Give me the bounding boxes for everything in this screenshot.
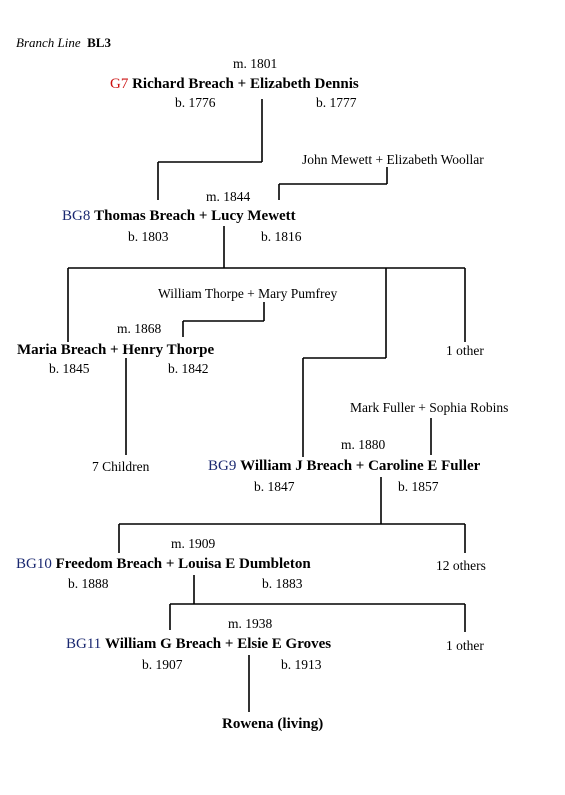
mewett-parents: John Mewett + Elizabeth Woollar [302, 152, 484, 167]
bg11-couple: William G Breach + Elsie E Groves [105, 636, 332, 652]
bg10-gen-label: BG10 [16, 556, 52, 572]
bg11-born2: b. 1913 [281, 657, 322, 672]
g7-born2: b. 1777 [316, 95, 357, 110]
bg10-born1: b. 1888 [68, 576, 109, 591]
bg10-born2: b. 1883 [262, 576, 303, 591]
maria-born2: b. 1842 [168, 361, 209, 376]
bg8-gen-label: BG8 [62, 208, 91, 224]
maria-marriage: m. 1868 [117, 321, 162, 336]
fuller-parents: Mark Fuller + Sophia Robins [350, 400, 509, 415]
branch-line-text: Branch Line [16, 35, 81, 50]
bg10-others: 12 others [436, 558, 486, 573]
bg9-couple-row: BG9 William J Breach + Caroline E Fuller [208, 459, 480, 474]
bg10-couple: Freedom Breach + Louisa E Dumbleton [55, 556, 311, 572]
branch-line-label: Branch Line BL3 [16, 36, 111, 49]
bg10-marriage: m. 1909 [171, 536, 216, 551]
maria-born1: b. 1845 [49, 361, 90, 376]
bg10-couple-row: BG10 Freedom Breach + Louisa E Dumbleton [16, 557, 311, 572]
bg8-born2: b. 1816 [261, 229, 302, 244]
descendant-name: Rowena (living) [222, 716, 324, 732]
bg8-other: 1 other [446, 343, 484, 358]
bg11-gen-label: BG11 [66, 636, 102, 652]
bg8-couple: Thomas Breach + Lucy Mewett [94, 208, 296, 224]
bg11-born1: b. 1907 [142, 657, 183, 672]
bg9-born2: b. 1857 [398, 479, 439, 494]
bg8-marriage: m. 1844 [206, 189, 251, 204]
bg11-others: 1 other [446, 638, 484, 653]
maria-couple: Maria Breach + Henry Thorpe [17, 342, 215, 358]
g7-couple: Richard Breach + Elizabeth Dennis [132, 76, 359, 92]
thorpe-parents: William Thorpe + Mary Pumfrey [158, 286, 338, 301]
bg8-couple-row: BG8 Thomas Breach + Lucy Mewett [62, 209, 296, 224]
bg9-couple: William J Breach + Caroline E Fuller [240, 458, 481, 474]
maria-children: 7 Children [92, 459, 150, 474]
bg9-born1: b. 1847 [254, 479, 295, 494]
g7-born1: b. 1776 [175, 95, 216, 110]
bg9-gen-label: BG9 [208, 458, 237, 474]
bg11-marriage: m. 1938 [228, 616, 273, 631]
g7-gen-label: G7 [110, 76, 129, 92]
bg8-born1: b. 1803 [128, 229, 169, 244]
g7-couple-row: G7 Richard Breach + Elizabeth Dennis [110, 77, 359, 92]
bg9-marriage: m. 1880 [341, 437, 386, 452]
branch-line-code: BL3 [87, 35, 111, 50]
bg11-couple-row: BG11 William G Breach + Elsie E Groves [66, 637, 331, 652]
g7-marriage: m. 1801 [233, 56, 278, 71]
